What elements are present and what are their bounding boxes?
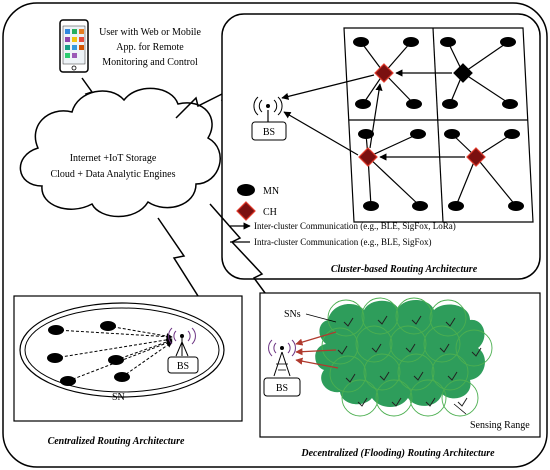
centralized-outer-ring <box>19 302 225 398</box>
cloud-line2: Cloud + Data Analytic Engines <box>50 169 175 180</box>
cluster-grid <box>343 27 534 223</box>
cluster-bs-box <box>251 121 287 141</box>
decentralized-bs-box <box>263 377 301 397</box>
flooding-arrows <box>295 331 339 369</box>
cluster-bs-antenna-icon <box>253 96 283 122</box>
decentralized-bs-label: BS <box>276 383 288 394</box>
sensor-nodes <box>337 315 482 407</box>
member-nodes <box>353 37 524 211</box>
centralized-bs-antenna-icon <box>168 327 196 357</box>
cloud-line1: Internet +IoT Storage <box>70 153 157 164</box>
cluster-heads <box>358 63 486 167</box>
centralized-bs-box <box>167 356 199 374</box>
sns-pointer <box>305 313 337 323</box>
sns-label: SNs <box>284 309 301 320</box>
sensing-range-pointer <box>453 403 467 415</box>
legend-ch-icon <box>236 201 256 221</box>
decentralized-bs-antenna-icon <box>268 339 296 377</box>
sensing-range-circles <box>321 297 493 417</box>
legend-mn-icon <box>237 184 255 196</box>
centralized-inner-ring <box>24 307 220 393</box>
user-app-line3: Monitoring and Control <box>102 57 198 68</box>
inter-cluster-arrows <box>281 69 465 161</box>
sensing-range-label: Sensing Range <box>470 420 530 431</box>
smartphone-icon <box>59 19 89 73</box>
legend-ch-label: CH <box>263 207 277 218</box>
cloud-icon <box>19 87 221 218</box>
centralized-caption: Centralized Routing Architecture <box>48 436 185 447</box>
legend-inter-label: Inter-cluster Communication (e.g., BLE, … <box>254 221 456 231</box>
wireless-link-decentralized-icon <box>209 203 283 317</box>
user-app-line1: User with Web or Mobile <box>99 27 201 38</box>
centralized-sensor-nodes <box>47 321 130 386</box>
cluster-bs-label: BS <box>263 127 275 138</box>
centralized-sn-label: SN <box>112 392 125 403</box>
legend-intra-label: Intra-cluster Communication (e.g., BLE, … <box>254 237 431 247</box>
legend-mn-label: MN <box>263 186 279 197</box>
centralized-bs-label: BS <box>177 361 189 372</box>
decentralized-caption: Decentralized (Flooding) Routing Archite… <box>300 448 495 459</box>
user-app-line2: App. for Remote <box>116 42 184 53</box>
cluster-caption: Cluster-based Routing Architecture <box>331 264 478 275</box>
